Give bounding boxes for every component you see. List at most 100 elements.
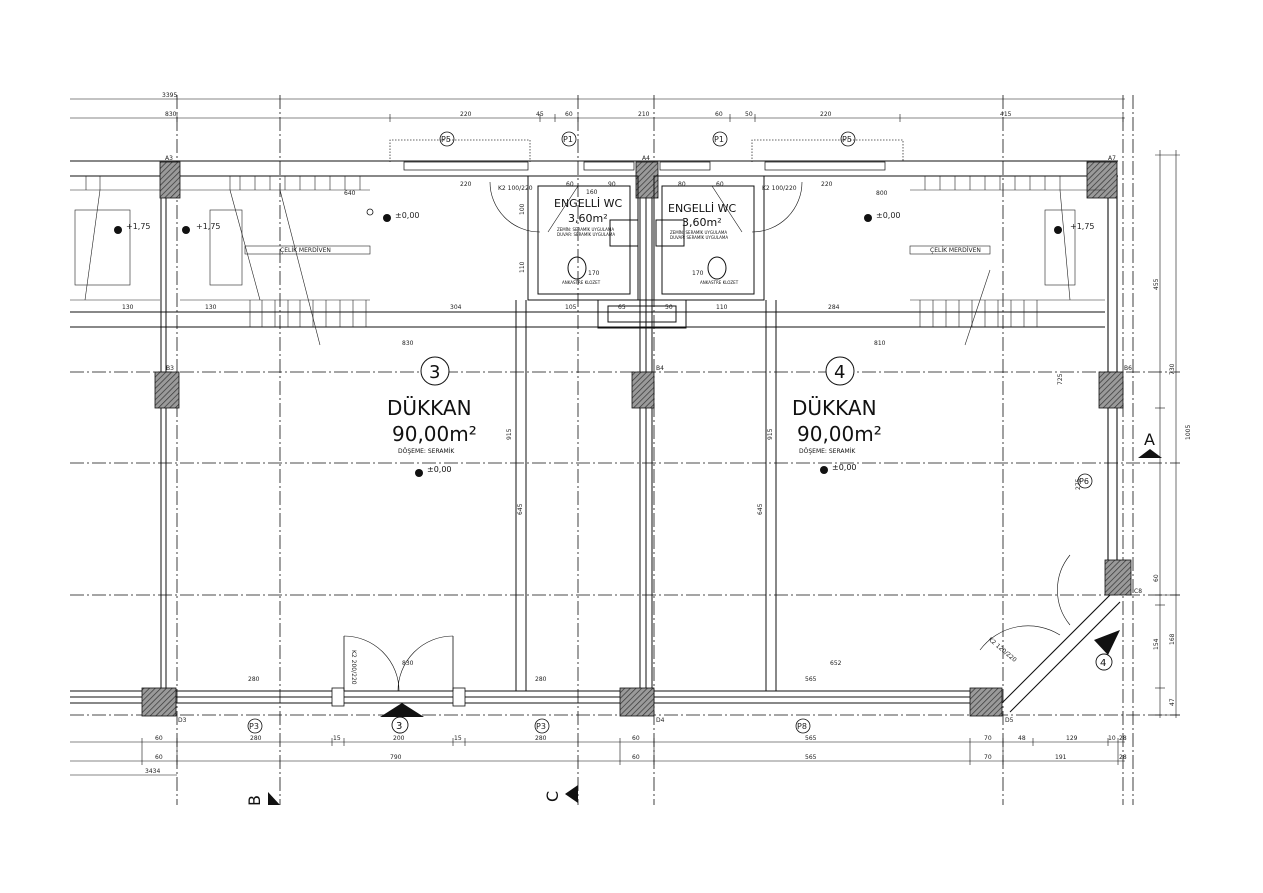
dim-top: 220 — [460, 111, 472, 118]
top-windows — [403, 161, 886, 171]
wc-spec-right-2: DUVAR: SERAMİK UYGULAMA — [670, 235, 728, 240]
wc-spec-left-2: DUVAR: SERAMİK UYGULAMA — [557, 232, 615, 237]
column-a3 — [159, 161, 181, 199]
room-4-floor: DÖŞEME: SERAMİK — [799, 448, 856, 455]
dim-bottom-2: 28 — [1119, 754, 1127, 761]
window-tags-top — [439, 131, 856, 147]
dim-interior: 60 — [716, 181, 724, 188]
dim-top: 60 — [715, 111, 723, 118]
room-3-name: DÜKKAN — [387, 396, 472, 420]
top-dimension-chains — [70, 98, 1125, 122]
stair-left-treads — [70, 176, 371, 346]
stair-level-left-2: +1,75 — [196, 222, 221, 231]
column-b6 — [1098, 371, 1124, 409]
column-c8 — [1104, 559, 1132, 596]
room-4-tag — [825, 356, 855, 386]
room-3: 3 DÜKKAN 90,00m² DÖŞEME: SERAMİK ±0,00 — [387, 356, 477, 477]
dim-interior: 280 — [248, 676, 260, 683]
window-tag: P8 — [797, 722, 807, 731]
dim-interior: 304 — [450, 304, 462, 311]
column-d3 — [141, 687, 177, 717]
level-marker-right — [864, 214, 1062, 234]
dim-interior: 80 — [678, 181, 686, 188]
wc-name-right: ENGELLİ WC — [668, 202, 737, 215]
dim-top: 415 — [1000, 111, 1012, 118]
dim-interior: 645 — [757, 503, 764, 515]
column-label: D3 — [178, 717, 187, 724]
dim-interior: 220 — [460, 181, 472, 188]
entrance-marker-4-number: 4 — [1100, 658, 1106, 669]
dim-bottom: 565 — [805, 735, 817, 742]
window-tag: P5 — [441, 135, 451, 144]
dim-interior: 130 — [205, 304, 217, 311]
entrance-marker-3: 3 — [380, 703, 424, 734]
section-marker-b: B — [245, 792, 280, 806]
column-a7 — [1086, 161, 1118, 199]
dim-interior: 275 — [1075, 478, 1082, 490]
column-label: B6 — [1124, 365, 1132, 372]
stair-right-treads — [909, 176, 1105, 346]
dim-bottom: 28 — [1119, 735, 1127, 742]
room-4-number: 4 — [834, 362, 845, 383]
column-label: B3 — [166, 365, 174, 372]
room-3-tag — [420, 356, 450, 386]
dim-bottom: 15 — [454, 735, 462, 742]
room-4-area: 90,00m² — [797, 422, 882, 446]
landing-level-left: ±0,00 — [395, 211, 420, 220]
dim-top: 50 — [745, 111, 753, 118]
window-tag: P3 — [249, 722, 259, 731]
dim-bottom-2: 60 — [632, 754, 640, 761]
dim-interior: 830 — [402, 340, 414, 347]
wc-area-left: 3,60m² — [568, 212, 608, 225]
window-tag: P1 — [563, 135, 573, 144]
wc-block — [489, 175, 803, 329]
dim-interior: 170 — [692, 270, 704, 277]
dim-interior: 810 — [874, 340, 886, 347]
room-4-level: ±0,00 — [832, 463, 857, 472]
section-marker-a: A — [1138, 430, 1162, 458]
dim-top: 60 — [565, 111, 573, 118]
dim-bottom: 10 — [1108, 735, 1116, 742]
dim-bottom-2: 565 — [805, 754, 817, 761]
dim-interior: 280 — [535, 676, 547, 683]
dim-right: 47 — [1169, 698, 1176, 706]
wc-labels: ENGELLİ WC 3,60m² ZEMİN: SERAMİK UYGULAM… — [554, 197, 739, 285]
dim-right: 60 — [1153, 574, 1160, 582]
wc-spec-left-1: ZEMİN: SERAMİK UYGULAMA — [557, 227, 614, 232]
dim-top-total: 3395 — [162, 92, 177, 99]
dim-bottom: 200 — [393, 735, 405, 742]
dim-interior: 830 — [402, 660, 414, 667]
exterior-walls — [70, 160, 1121, 713]
landing-level-right: ±0,00 — [876, 211, 901, 220]
dim-interior: 725 — [1057, 373, 1064, 385]
dim-bottom: 15 — [333, 735, 341, 742]
dim-top: 830 — [165, 111, 177, 118]
dim-interior: 640 — [344, 190, 356, 197]
dim-bottom-2: 70 — [984, 754, 992, 761]
columns — [141, 161, 1132, 717]
right-dimension-labels: 455 730 1005 60 154 168 47 — [1153, 278, 1192, 706]
dim-interior: 915 — [767, 428, 774, 440]
dim-interior: 160 — [586, 189, 598, 196]
dim-right: 455 — [1153, 278, 1160, 290]
dim-bottom: 48 — [1018, 735, 1026, 742]
dim-bottom-total: 3434 — [145, 768, 160, 775]
dim-interior: 105 — [565, 304, 577, 311]
dim-top: 45 — [536, 111, 544, 118]
dim-bottom-2: 790 — [390, 754, 402, 761]
stair-level-right: +1,75 — [1070, 222, 1095, 231]
column-label: B4 — [656, 365, 664, 372]
stair-label-left: ÇELİK MERDİVEN — [280, 247, 331, 254]
right-dimension-chains — [1155, 150, 1180, 718]
level-marker-left — [114, 208, 391, 234]
room-4-name: DÜKKAN — [792, 396, 877, 420]
dim-interior: 284 — [828, 304, 840, 311]
bottom-dimension-chains — [70, 738, 1125, 776]
dim-right: 154 — [1153, 638, 1160, 650]
bottom-dimension-labels: 60 280 15 200 15 280 60 565 70 48 129 10… — [145, 735, 1127, 775]
dim-interior: 652 — [830, 660, 842, 667]
dim-interior: 565 — [805, 676, 817, 683]
section-marker-c-label: C — [543, 791, 562, 802]
corner-door — [979, 554, 1071, 651]
